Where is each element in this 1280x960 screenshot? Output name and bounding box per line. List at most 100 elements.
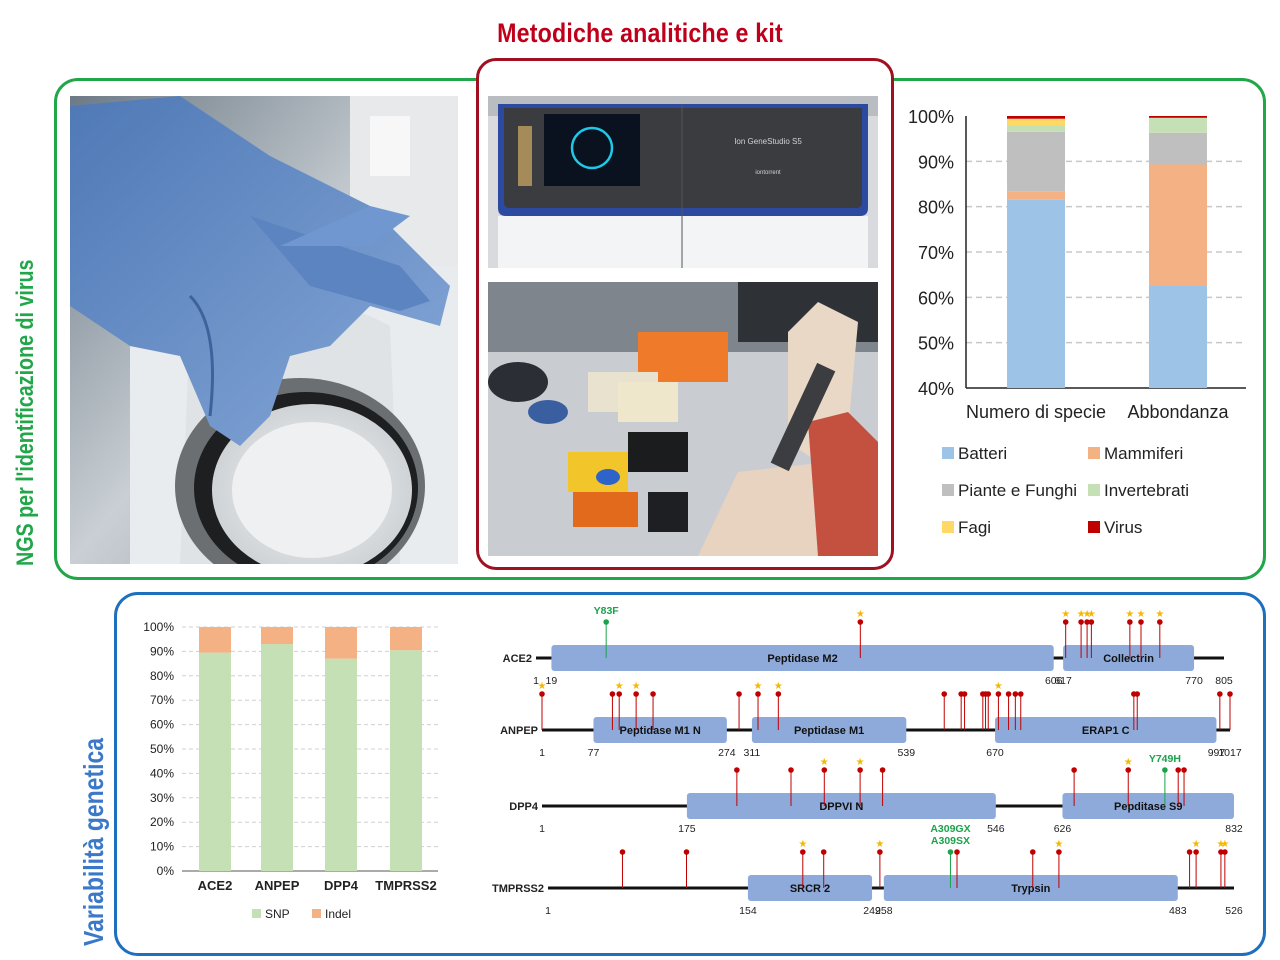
variant-dot	[755, 691, 761, 697]
variant-dot	[1017, 691, 1024, 697]
variant-dot	[1217, 691, 1223, 697]
bar-segment-batteri	[1149, 286, 1207, 388]
position-number: 258	[875, 905, 893, 917]
variant-dot	[1088, 619, 1095, 625]
position-number: 1	[539, 747, 545, 759]
lab-bench-photo	[488, 282, 878, 556]
variant-label: Y83F	[594, 606, 620, 617]
legend-label: Virus	[1104, 518, 1142, 537]
legend-swatch	[1088, 447, 1100, 459]
glove-photo	[70, 96, 458, 564]
variant-dot	[1138, 619, 1144, 625]
y-tick-label: 40%	[918, 379, 954, 399]
variant-label: A309SX	[931, 835, 970, 847]
position-number: 1	[539, 823, 545, 835]
variant-dot	[1005, 691, 1012, 697]
sequencer-brand-text: Ion GeneStudio S5	[734, 137, 802, 146]
variant-dot	[1029, 849, 1036, 855]
variant-star-icon: ★	[1083, 609, 1092, 620]
variant-dot	[683, 849, 690, 855]
position-number: 526	[1225, 905, 1243, 917]
bar-segment-snp	[325, 658, 357, 871]
domain-label: Peptidase M2	[767, 653, 837, 665]
position-number: 626	[1054, 823, 1072, 835]
variant-dot	[1125, 767, 1132, 773]
sequencer-photo: Ion GeneStudio S5 iontorrent	[488, 96, 878, 268]
legend-swatch	[942, 521, 954, 533]
gene-name: ANPEP	[500, 725, 538, 737]
bar-segment-virus	[1007, 116, 1065, 119]
y-tick-label: 10%	[150, 840, 174, 854]
y-tick-label: 80%	[918, 198, 954, 218]
bar-segment-mammiferi	[1007, 191, 1065, 200]
variant-star-icon: ★	[1216, 839, 1225, 850]
variant-dot	[1056, 849, 1062, 855]
variant-dot	[995, 691, 1002, 697]
variant-star-icon: ★	[1137, 609, 1146, 620]
position-number: 483	[1169, 905, 1187, 917]
position-number: 997	[1208, 747, 1226, 759]
legend-swatch	[942, 484, 954, 496]
gene-name: TMPRSS2	[492, 883, 544, 895]
variant-dot	[1062, 619, 1069, 625]
variant-dot	[619, 849, 626, 855]
variant-dot	[633, 691, 639, 697]
y-tick-label: 50%	[150, 742, 174, 756]
variant-dot	[1186, 849, 1193, 855]
protein-domain	[593, 717, 727, 743]
y-tick-label: 70%	[918, 243, 954, 263]
domain-label: Collectrin	[1103, 653, 1154, 665]
variant-dot	[1193, 849, 1199, 855]
variant-dot	[1157, 619, 1163, 625]
position-number: 1	[545, 905, 551, 917]
ngs-vertical-label: NGS per l'identificazione di virus	[12, 259, 39, 566]
legend-label: SNP	[265, 907, 290, 921]
variant-dot	[788, 767, 794, 773]
variant-dot	[879, 767, 886, 773]
x-category-label: DPP4	[324, 878, 359, 893]
variant-star-icon: ★	[875, 839, 884, 850]
variant-star-icon: ★	[798, 839, 807, 850]
y-tick-label: 30%	[150, 791, 174, 805]
variant-dot	[1084, 619, 1090, 625]
position-number: 805	[1215, 675, 1233, 687]
bar-segment-fagi	[1007, 118, 1065, 126]
position-number: 617	[1054, 675, 1072, 687]
position-number: 154	[739, 905, 757, 917]
protein-domain	[686, 793, 996, 819]
variability-vertical-label: Variabilità genetica	[78, 737, 109, 946]
protein-domain	[551, 645, 1054, 671]
variant-dot	[1181, 767, 1187, 773]
position-number: 539	[898, 747, 916, 759]
variant-star-icon: ★	[1125, 609, 1134, 620]
variant-dot	[603, 619, 609, 625]
variant-star-icon: ★	[1077, 609, 1086, 620]
variant-star-icon: ★	[1061, 609, 1070, 620]
variant-dot	[734, 767, 740, 773]
variant-dot	[821, 767, 828, 773]
bar-segment-indel	[261, 627, 293, 645]
x-category-label: ACE2	[198, 878, 233, 893]
y-tick-label: 40%	[150, 766, 174, 780]
variant-dot	[877, 849, 883, 855]
bar-segment-indel	[390, 627, 422, 651]
position-number: 832	[1225, 823, 1243, 835]
domain-label: Pepditase S9	[1114, 801, 1182, 813]
variant-dot	[736, 691, 742, 697]
protein-domain	[1063, 645, 1195, 671]
variant-star-icon: ★	[1155, 609, 1164, 620]
bar-segment-snp	[390, 650, 422, 871]
variant-dot	[961, 691, 968, 697]
position-number: 274	[718, 747, 736, 759]
variant-dot	[1134, 691, 1141, 697]
variant-dot	[539, 691, 545, 697]
position-number: 670	[986, 747, 1004, 759]
bar-segment-indel	[325, 627, 357, 659]
x-category-label: Numero di specie	[966, 402, 1106, 422]
variant-dot	[1175, 767, 1182, 773]
variant-star-icon: ★	[1054, 839, 1063, 850]
variant-dot	[1071, 767, 1077, 773]
